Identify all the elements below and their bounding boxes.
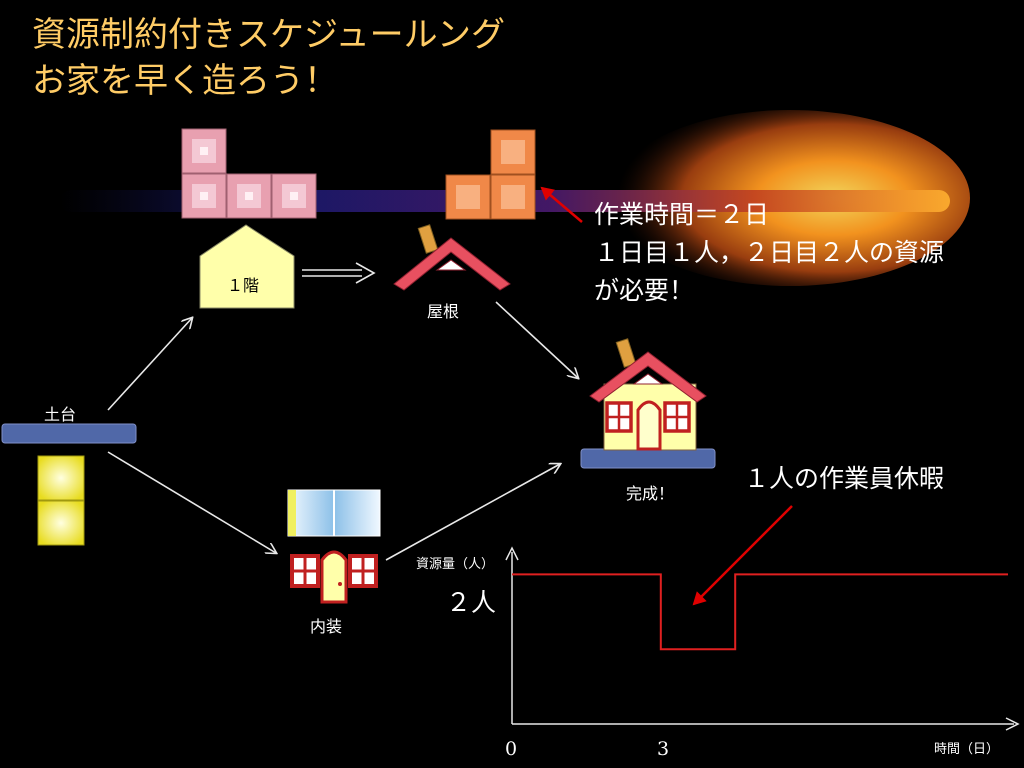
note-resource-need-2: が必要！ — [594, 276, 695, 305]
interior-icon — [287, 489, 381, 604]
arrow-foundation-to-interior — [107, 451, 276, 553]
pink-block — [181, 128, 227, 174]
label-interior: 内装 — [310, 617, 343, 636]
pink-block — [271, 173, 317, 219]
orange-block — [445, 174, 491, 220]
yellow-resource-blocks — [37, 455, 85, 546]
note-vacation: １人の作業員休暇 — [744, 464, 945, 493]
pink-block — [181, 173, 227, 219]
flow-arrows — [107, 262, 578, 561]
yellow-block — [37, 500, 85, 546]
note-resource-need: １日目１人，２日目２人の資源 — [594, 238, 945, 267]
red-arrow-vacation — [692, 505, 793, 606]
note-work-time: 作業時間＝２日 — [594, 200, 770, 229]
yellow-block — [37, 455, 85, 501]
slide-title: 資源制約付きスケジュールング お家を早く造ろう！ — [32, 12, 505, 104]
label-complete: 完成！ — [626, 484, 675, 503]
chart-tick-3: 3 — [657, 738, 670, 760]
window-icon — [290, 554, 320, 588]
label-roof: 屋根 — [427, 302, 460, 321]
title-line-2: お家を早く造ろう！ — [32, 61, 338, 101]
orange-block — [490, 129, 536, 175]
arrow-foundation-to-floor1 — [107, 318, 192, 411]
arrow-interior-to-complete — [385, 464, 560, 561]
resource-level-line — [512, 573, 1008, 651]
floor1-house-icon — [199, 224, 295, 309]
foundation-platform — [1, 423, 137, 444]
label-floor1: １階 — [227, 276, 260, 295]
resource-chart — [505, 546, 1020, 731]
window-icon — [348, 554, 378, 588]
door-icon — [320, 550, 348, 604]
chart-xlabel: 時間（日） — [934, 742, 1000, 757]
orange-resource-blocks — [445, 129, 536, 220]
pink-block — [226, 173, 272, 219]
red-arrow-work-time — [540, 186, 583, 223]
label-foundation: 土台 — [44, 405, 77, 424]
completed-house-icon — [580, 338, 716, 469]
arrow-roof-to-complete — [495, 301, 578, 378]
orange-block — [490, 174, 536, 220]
chart-level-label: ２人 — [446, 588, 497, 617]
chart-ylabel: 資源量（人） — [416, 557, 495, 572]
arrow-floor1-to-roof — [302, 262, 376, 284]
pink-resource-blocks — [181, 128, 317, 219]
chart-tick-0: 0 — [505, 738, 518, 760]
title-line-1: 資源制約付きスケジュールング — [32, 15, 505, 55]
roof-icon — [393, 224, 511, 291]
